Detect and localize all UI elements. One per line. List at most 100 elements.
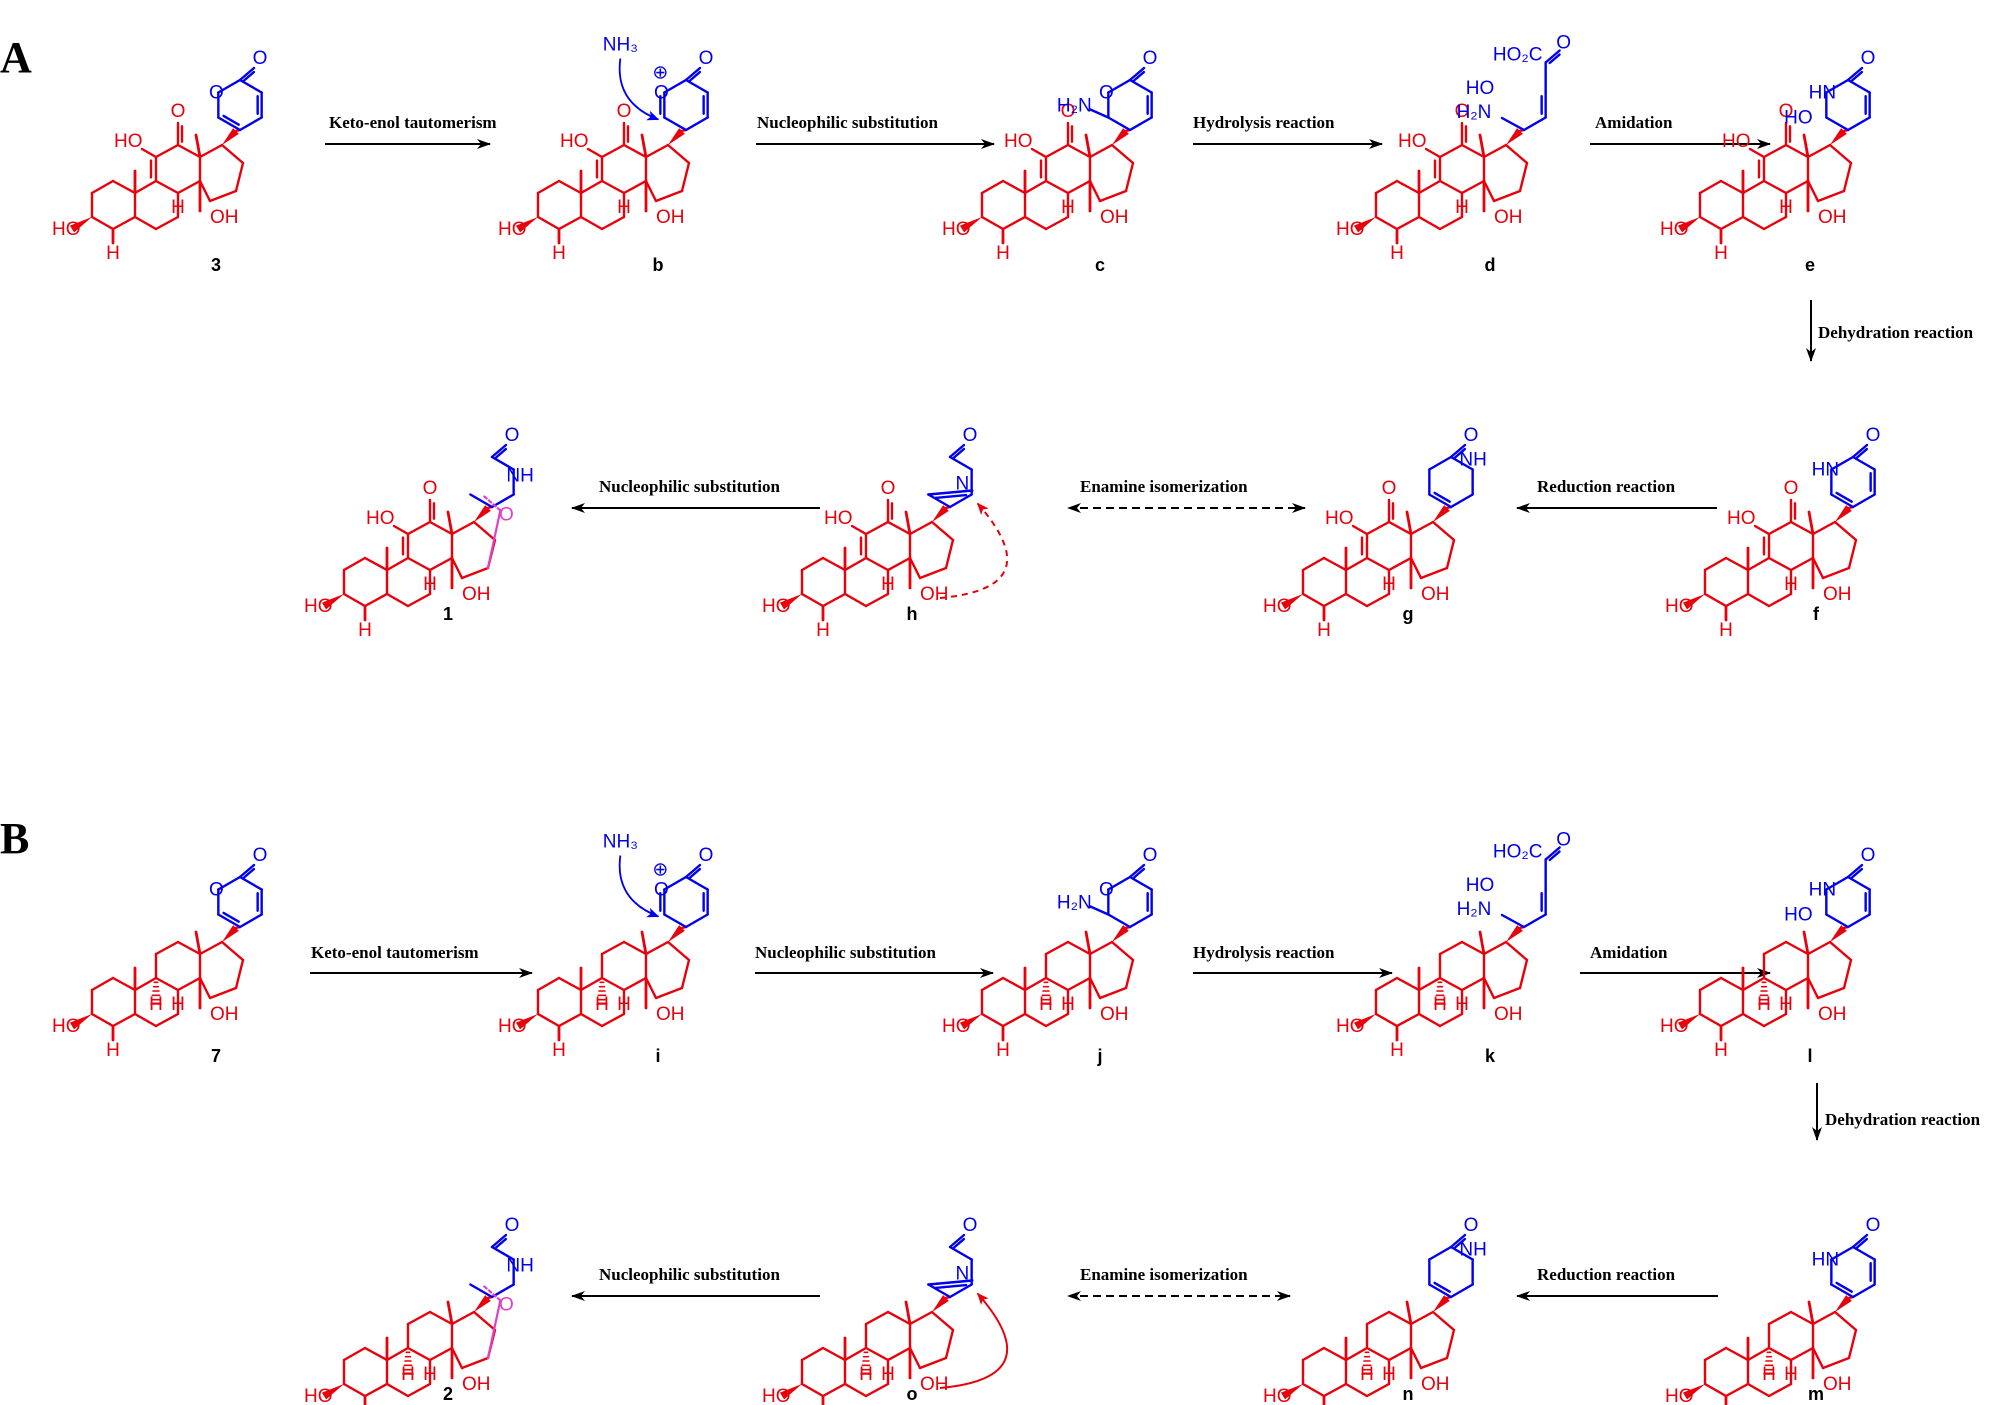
bond: [1544, 846, 1561, 861]
hydroxyl-label: HO: [304, 596, 333, 617]
bond: [1044, 179, 1070, 195]
panel-b-bottom-arrows: Nucleophilic substitution Enamine isomer…: [571, 1265, 1718, 1301]
bond: [1128, 66, 1146, 82]
ether-oxygen-label: O: [499, 1295, 514, 1316]
oxygen-label: O: [1861, 48, 1876, 69]
bond: [1478, 930, 1486, 956]
bond: [904, 1300, 912, 1326]
hydrogen-label: H: [552, 1040, 566, 1061]
bond: [1030, 147, 1048, 159]
bond: [536, 1012, 561, 1028]
oxygen-label: O: [253, 845, 268, 866]
hydroxyl-label: OH: [462, 1374, 491, 1395]
bond: [1830, 1283, 1855, 1299]
bond: [1107, 116, 1132, 132]
bond: [1460, 940, 1486, 956]
bond: [948, 1233, 966, 1249]
hydroxyl-label: HO: [1665, 596, 1694, 617]
bond: [684, 863, 702, 879]
hydrogen-label: H: [401, 1364, 415, 1385]
oxygen-label: O: [253, 48, 268, 69]
bond: [1023, 976, 1048, 992]
hydrogen-label: H: [1390, 243, 1404, 264]
bond: [1128, 116, 1153, 132]
panel-b-top-arrows: Keto-enol tautomerism Nucleophilic subst…: [310, 943, 1981, 1141]
bond: [1066, 976, 1092, 992]
bond: [460, 1356, 490, 1370]
hydrogen-label: H: [996, 1040, 1010, 1061]
bond: [1855, 1237, 1869, 1249]
bond: [238, 78, 263, 94]
bond: [930, 520, 955, 542]
hydrogen-label: H: [1784, 1364, 1798, 1385]
compound-label: c: [1095, 255, 1105, 275]
bond: [1821, 1356, 1851, 1370]
bond: [1387, 520, 1413, 536]
bond: [1365, 556, 1391, 572]
bond: [1767, 1310, 1793, 1326]
bond: [1044, 143, 1070, 159]
wedge-bond: [932, 505, 949, 522]
bond: [1417, 215, 1442, 231]
bond: [1395, 215, 1421, 231]
bond: [1419, 566, 1449, 580]
hydrogen-label: H: [1317, 620, 1331, 641]
bond: [536, 976, 561, 992]
step-label: Enamine isomerization: [1080, 477, 1248, 496]
bond: [385, 556, 410, 572]
bond: [1001, 179, 1027, 195]
bond: [1807, 510, 1815, 536]
hydrogen-label: H: [171, 994, 185, 1015]
hydrogen-label: H: [595, 994, 609, 1015]
bond: [1301, 1346, 1326, 1362]
hydrogen-label: H: [1714, 1040, 1728, 1061]
hydroxyl-label: HO: [1336, 219, 1365, 240]
bond: [1719, 215, 1745, 231]
bond: [1395, 976, 1421, 992]
bond: [1449, 443, 1467, 459]
bond: [1374, 215, 1399, 231]
bond: [1816, 986, 1846, 1000]
wedge-bond: [668, 128, 685, 145]
bond: [622, 940, 648, 956]
wedge-bond: [932, 1295, 949, 1312]
bond: [864, 592, 890, 608]
amine-label: H₂N: [1057, 893, 1092, 914]
bond: [1741, 179, 1766, 195]
bond: [1428, 493, 1453, 509]
bond: [1828, 940, 1853, 962]
bond: [111, 179, 137, 195]
bond: [821, 1346, 847, 1362]
hydroxyl-label: OH: [210, 1004, 239, 1025]
bond: [428, 556, 454, 572]
bond: [1762, 976, 1788, 992]
nitrogen-label: N: [955, 1264, 969, 1285]
bond: [1522, 913, 1547, 929]
bond: [600, 940, 626, 956]
hydroxyl-label: OH: [1421, 584, 1450, 605]
bond: [1395, 179, 1421, 195]
hydroxyl-label: OH: [1818, 207, 1847, 228]
hydrogen-label: H: [552, 243, 566, 264]
bond: [1301, 1382, 1326, 1398]
bond: [392, 524, 410, 536]
bond: [1703, 592, 1728, 608]
bond: [472, 1310, 497, 1332]
curved-arrow: [618, 855, 660, 918]
nh-label: NH: [506, 466, 533, 487]
hydrogen-label: H: [1455, 994, 1469, 1015]
bond: [1784, 179, 1810, 195]
bond: [1044, 215, 1070, 231]
bond: [644, 143, 670, 159]
bond: [1492, 189, 1522, 203]
hydrogen-label: H: [881, 1364, 895, 1385]
bond: [800, 1346, 825, 1362]
bond: [1023, 179, 1048, 195]
bond: [1789, 1310, 1815, 1326]
bond: [557, 976, 583, 992]
wedge-bond: [1353, 1014, 1376, 1030]
bond: [680, 958, 691, 990]
